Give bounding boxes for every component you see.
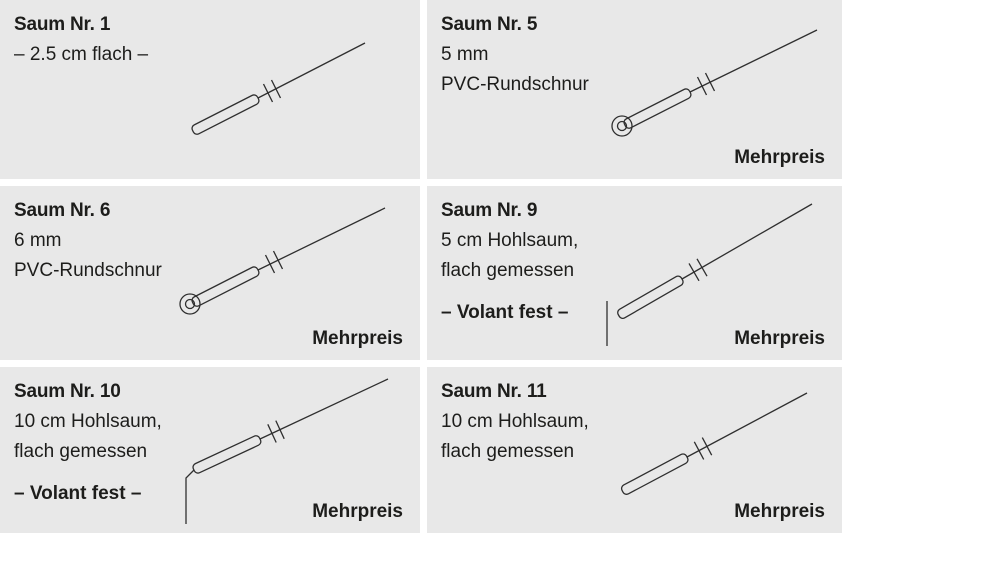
cell-text: Saum Nr. 11 10 cm Hohlsaum, flach gemess…	[441, 377, 589, 480]
flat-hem-drawing	[190, 28, 385, 148]
cell-title: Saum Nr. 11	[441, 381, 547, 402]
saum-cell-5: Saum Nr. 5 5 mm PVC-Rundschnur Mehrpreis	[427, 0, 842, 179]
cell-title: Saum Nr. 6	[14, 200, 111, 221]
cell-description-line: flach gemessen	[14, 441, 148, 462]
cell-text: Saum Nr. 1 – 2.5 cm flach –	[14, 10, 148, 83]
saum-cell-9: Saum Nr. 9 5 cm Hohlsaum, flach gemessen…	[427, 186, 842, 360]
pvc-cord-hem-drawing	[175, 196, 395, 326]
cell-description-line: – 2.5 cm flach –	[14, 44, 149, 65]
surcharge-label: Mehrpreis	[734, 147, 825, 168]
cell-text: Saum Nr. 5 5 mm PVC-Rundschnur	[441, 10, 589, 113]
volant-note: – Volant fest –	[441, 302, 569, 323]
cell-title: Saum Nr. 10	[14, 381, 121, 402]
cell-title: Saum Nr. 1	[14, 14, 111, 35]
hohlsaum-drawing	[602, 377, 822, 502]
cell-title: Saum Nr. 5	[441, 14, 538, 35]
surcharge-label: Mehrpreis	[734, 328, 825, 349]
cell-description-line: 5 cm Hohlsaum,	[441, 230, 579, 251]
surcharge-label: Mehrpreis	[734, 501, 825, 522]
cell-description-line: flach gemessen	[441, 260, 575, 281]
cell-description-line: 10 cm Hohlsaum,	[441, 411, 589, 432]
cell-description-line: PVC-Rundschnur	[14, 260, 162, 281]
surcharge-label: Mehrpreis	[312, 501, 403, 522]
cell-title: Saum Nr. 9	[441, 200, 538, 221]
hohlsaum-volant-drawing	[170, 372, 395, 532]
pvc-cord-hem-drawing	[607, 18, 827, 148]
cell-description-line: PVC-Rundschnur	[441, 74, 589, 95]
saum-cell-10: Saum Nr. 10 10 cm Hohlsaum, flach gemess…	[0, 367, 420, 533]
surcharge-label: Mehrpreis	[312, 328, 403, 349]
cell-description-line: 6 mm	[14, 230, 62, 251]
hohlsaum-volant-drawing	[597, 186, 822, 356]
volant-note: – Volant fest –	[14, 483, 142, 504]
cell-description-line: 5 mm	[441, 44, 489, 65]
saum-cell-11: Saum Nr. 11 10 cm Hohlsaum, flach gemess…	[427, 367, 842, 533]
cell-text: Saum Nr. 10 10 cm Hohlsaum, flach gemess…	[14, 377, 162, 508]
cell-text: Saum Nr. 9 5 cm Hohlsaum, flach gemessen…	[441, 196, 578, 327]
saum-cell-6: Saum Nr. 6 6 mm PVC-Rundschnur Mehrpreis	[0, 186, 420, 360]
cell-description-line: flach gemessen	[441, 441, 575, 462]
saum-cell-1: Saum Nr. 1 – 2.5 cm flach –	[0, 0, 420, 179]
cell-description-line: 10 cm Hohlsaum,	[14, 411, 162, 432]
cell-text: Saum Nr. 6 6 mm PVC-Rundschnur	[14, 196, 162, 299]
